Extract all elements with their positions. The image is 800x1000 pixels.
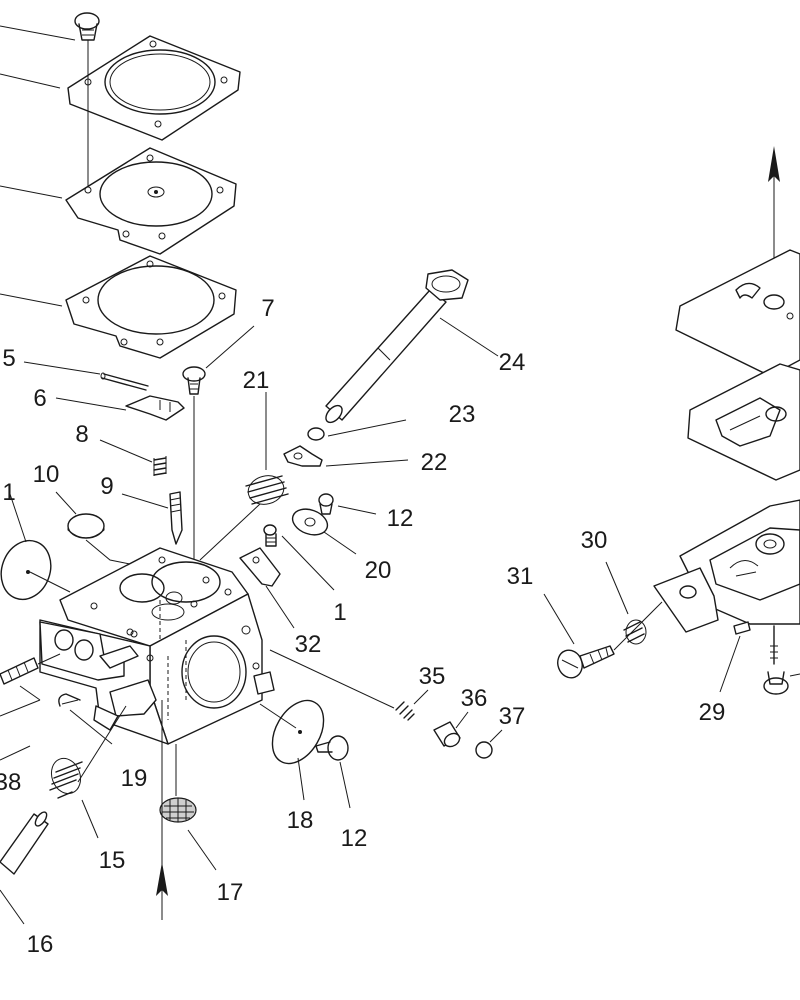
part-37-ring (475, 741, 493, 759)
part-12-upper-screw (318, 493, 334, 515)
part-15-spring (49, 757, 83, 799)
part-36-plug (433, 721, 461, 748)
callout-31: 31 (507, 563, 534, 590)
callout-12-lower: 12 (341, 825, 368, 852)
callout-17: 17 (217, 879, 244, 906)
callout-35: 35 (419, 663, 446, 690)
callout-29: 29 (699, 699, 726, 726)
callout-1-left: 1 (2, 479, 15, 506)
part-8-spring (153, 456, 167, 476)
part-1-left-disc (0, 539, 52, 601)
callout-9: 9 (100, 473, 113, 500)
part-23-oring (307, 427, 325, 441)
part-5-pin (100, 372, 149, 391)
part-17-filter (159, 797, 197, 823)
part-left-threaded-screw (0, 653, 61, 685)
part-12-lower-screw (315, 735, 349, 761)
callout-18: 18 (287, 807, 314, 834)
callout-30: 30 (581, 527, 608, 554)
part-top-screw (74, 12, 100, 41)
part-22-lever (283, 445, 323, 467)
callout-32: 32 (295, 631, 322, 658)
part-21-spring (245, 475, 289, 505)
part-6-lever (125, 395, 185, 421)
callout-6: 6 (33, 385, 46, 412)
part-32-bracket (239, 547, 281, 587)
callout-10: 10 (33, 461, 60, 488)
callout-16: 16 (27, 931, 54, 958)
part-right-gasket-mid (687, 363, 800, 481)
part-cover-plate (67, 35, 241, 141)
callout-15: 15 (99, 847, 126, 874)
callout-1-right: 1 (333, 599, 346, 626)
part-right-bottom-screw (763, 625, 789, 695)
part-20-gasket (291, 508, 329, 536)
part-carburetor-body (39, 547, 275, 745)
part-9-needle (169, 491, 183, 545)
callout-36: 36 (461, 685, 488, 712)
part-29-pin (733, 621, 751, 635)
callout-7: 7 (261, 295, 274, 322)
callout-38: 38 (0, 769, 21, 796)
callout-37: 37 (499, 703, 526, 730)
part-diaphragm (65, 147, 237, 255)
part-31-screw (557, 645, 615, 679)
callout-21: 21 (243, 367, 270, 394)
part-30-spring (623, 619, 647, 645)
callout-24: 24 (499, 349, 526, 376)
part-7-screw (182, 366, 206, 395)
part-24-shaft (325, 269, 469, 424)
callout-8: 8 (75, 421, 88, 448)
callout-19: 19 (121, 765, 148, 792)
part-18-disc (271, 699, 325, 765)
arrow-up-left-icon (156, 700, 168, 920)
part-19-clip (58, 693, 81, 707)
callout-12-upper: 12 (387, 505, 414, 532)
callout-5: 5 (2, 345, 15, 372)
callout-20: 20 (365, 557, 392, 584)
part-right-gasket-top (675, 249, 800, 377)
part-35-spring (395, 701, 415, 721)
part-right-body (653, 499, 800, 633)
part-gasket (65, 255, 237, 359)
part-16-shaft (0, 811, 49, 875)
callout-23: 23 (449, 401, 476, 428)
part-1-right-screw (263, 524, 277, 547)
callout-22: 22 (421, 449, 448, 476)
part-10-disc (67, 513, 105, 539)
